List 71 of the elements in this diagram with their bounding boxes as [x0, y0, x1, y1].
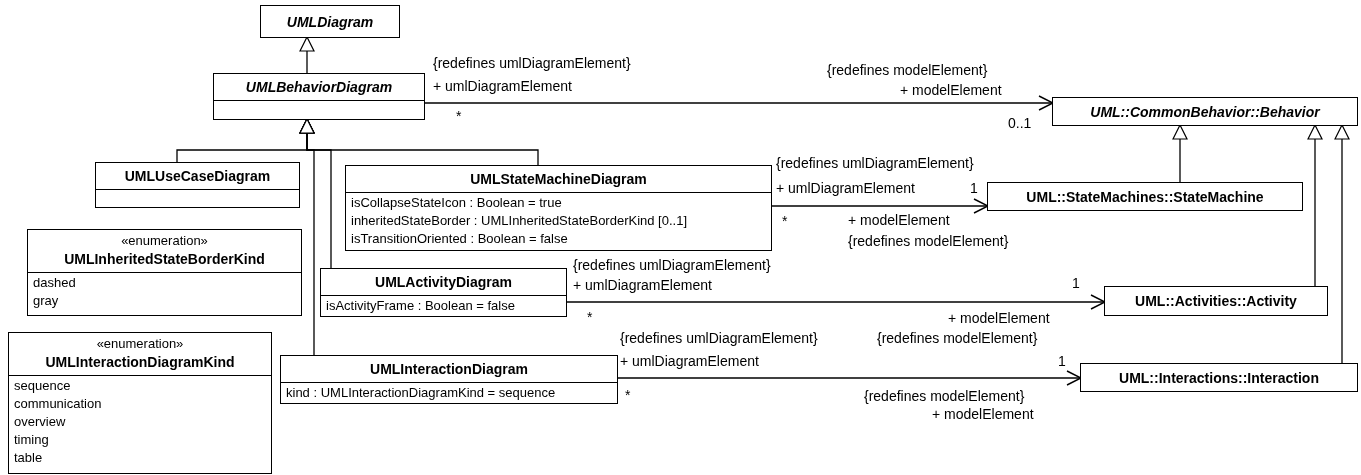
class-name: UMLBehaviorDiagram: [245, 78, 393, 97]
association-end-label: + umlDiagramElement: [620, 353, 759, 369]
class-name: UMLActivityDiagram: [375, 273, 512, 292]
class-name: UMLInteractionDiagramKind: [45, 353, 235, 372]
association-end-label: *: [625, 387, 631, 403]
association-end-label: + umlDiagramElement: [573, 277, 712, 293]
attribute-text: isCollapseStateIcon : Boolean = true: [351, 194, 563, 212]
generalization-arrow: [299, 118, 315, 356]
class-box: [1052, 97, 1358, 126]
class-name: UML::Interactions::Interaction: [1119, 368, 1319, 388]
class-box: [345, 165, 772, 251]
attribute-text: isTransitionOriented : Boolean = false: [351, 230, 569, 248]
attribute-text: isActivityFrame : Boolean = false: [326, 297, 516, 315]
class-name: UMLUseCaseDiagram: [124, 167, 271, 186]
multiplicity-label: 1: [1058, 353, 1066, 369]
association-arrow: [566, 294, 1106, 310]
generalization-arrow: [1334, 124, 1350, 364]
association-end-label: + modelElement: [900, 82, 1002, 98]
association-end-label: + modelElement: [932, 406, 1034, 422]
attribute-text: timing: [14, 431, 50, 449]
class-name: UML::Activities::Activity: [1135, 292, 1297, 311]
association-end-label: {redefines modelElement}: [827, 62, 988, 78]
class-name: UMLInteractionDiagram: [370, 360, 528, 379]
association-arrow: [424, 95, 1054, 111]
class-box: [8, 332, 272, 474]
class-name: UML::StateMachines::StateMachine: [1026, 187, 1264, 207]
attribute-text: communication: [14, 395, 103, 413]
class-box: [213, 73, 425, 120]
stereotype-label: «enumeration»: [96, 336, 184, 352]
association-end-label: *: [456, 108, 462, 124]
attribute-text: overview: [14, 413, 67, 431]
association-end-label: {redefines umlDiagramElement}: [620, 330, 818, 346]
generalization-arrow: [1307, 124, 1323, 287]
association-end-label: + modelElement: [948, 310, 1050, 326]
stereotype-label: «enumeration»: [121, 233, 208, 249]
class-box: [1080, 363, 1358, 392]
class-box: [280, 355, 618, 404]
attribute-text: dashed: [33, 274, 77, 292]
generalization-arrow: [299, 36, 315, 74]
association-end-label: {redefines umlDiagramElement}: [573, 257, 771, 273]
class-box: [987, 182, 1303, 211]
generalization-arrow: [1172, 124, 1188, 183]
association-end-label: {redefines modelElement}: [848, 233, 1009, 249]
class-name: UMLInheritedStateBorderKind: [64, 250, 265, 269]
class-box: [260, 5, 400, 38]
association-end-label: + modelElement: [848, 212, 950, 228]
class-box: [320, 268, 567, 317]
attribute-text: sequence: [14, 377, 72, 395]
association-end-label: + umlDiagramElement: [433, 78, 572, 94]
multiplicity-label: 0..1: [1008, 115, 1032, 131]
class-name: UML::CommonBehavior::Behavior: [1090, 102, 1320, 122]
class-name: UMLDiagram: [286, 12, 374, 32]
attribute-text: gray: [33, 292, 60, 310]
association-arrow: [617, 370, 1082, 386]
attribute-text: table: [14, 449, 44, 467]
class-box: [1104, 286, 1328, 316]
class-box: [95, 162, 300, 208]
association-end-label: *: [782, 213, 788, 229]
attribute-text: kind : UMLInteractionDiagramKind = sequence: [286, 384, 557, 402]
multiplicity-label: 1: [970, 180, 978, 196]
association-end-label: {redefines modelElement}: [877, 330, 1038, 346]
association-end-label: {redefines umlDiagramElement}: [433, 55, 631, 71]
association-end-label: {redefines modelElement}: [864, 388, 1025, 404]
class-name: UMLStateMachineDiagram: [470, 170, 647, 189]
association-end-label: {redefines umlDiagramElement}: [776, 155, 974, 171]
association-arrow: [771, 198, 989, 214]
multiplicity-label: 1: [1072, 275, 1080, 291]
association-end-label: *: [587, 309, 593, 325]
class-box: [27, 229, 302, 316]
association-end-label: + umlDiagramElement: [776, 180, 915, 196]
attribute-text: inheritedStateBorder : UMLInheritedStateBorderKind [0..1]: [351, 212, 689, 230]
